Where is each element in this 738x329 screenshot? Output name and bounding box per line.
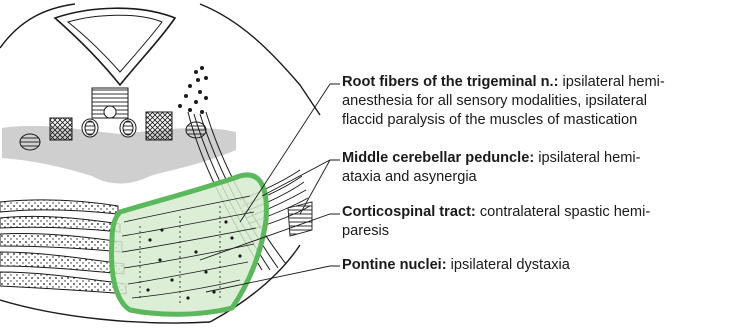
label-description: paresis	[342, 223, 389, 239]
label-term: Root fibers of the trigeminal n.:	[342, 74, 558, 90]
basis-pontis-fibers	[0, 200, 126, 294]
label-term: Corticospinal tract:	[342, 204, 476, 220]
label-description: flaccid paralysis of the muscles of mast…	[342, 112, 637, 128]
label-pontine-nuclei: Pontine nuclei: ipsilateral dystaxia	[342, 256, 734, 275]
trigeminal-nucleus	[178, 66, 208, 114]
label-description: ataxia and asynergia	[342, 169, 477, 185]
label-corticospinal-tract: Corticospinal tract: contralateral spast…	[342, 203, 734, 241]
label-description: ipsilateral hemi-	[534, 150, 640, 166]
label-description: contralateral spastic hemi-	[476, 204, 650, 220]
pointer-line-peduncle-1	[262, 160, 340, 196]
fourth-ventricle	[55, 8, 175, 85]
label-description: ipsilateral hemi-	[558, 74, 664, 90]
label-trigeminal-root-fibers: Root fibers of the trigeminal n.: ipsila…	[342, 73, 734, 130]
label-term: Pontine nuclei:	[342, 257, 447, 273]
label-term: Middle cerebellar peduncle:	[342, 150, 534, 166]
label-middle-cerebellar-peduncle: Middle cerebellar peduncle: ipsilateral …	[342, 149, 734, 187]
label-description: ipsilateral dystaxia	[447, 257, 570, 273]
label-description: anesthesia for all sensory modalities, i…	[342, 93, 647, 109]
